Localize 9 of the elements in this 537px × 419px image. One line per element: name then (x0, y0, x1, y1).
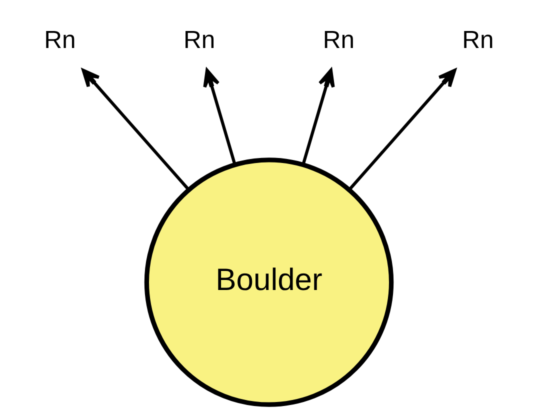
node-text: Rn (322, 27, 354, 54)
node-circle: Boulder (144, 158, 394, 407)
node-text: Rn (44, 27, 76, 54)
arrow (202, 68, 236, 165)
arrow (81, 68, 190, 191)
arrow (301, 68, 334, 165)
arrow (348, 68, 456, 191)
node-text: Rn (462, 27, 494, 54)
node-text: Rn (182, 27, 215, 54)
